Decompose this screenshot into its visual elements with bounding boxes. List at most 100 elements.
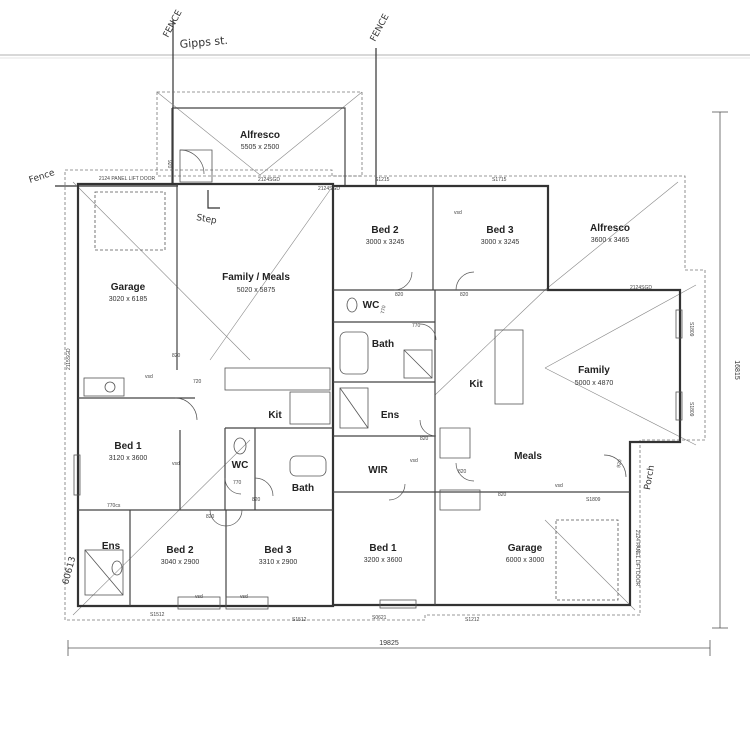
shower-diag-right [403, 349, 433, 379]
shower-right [403, 349, 433, 379]
bath-tub-left [289, 455, 327, 477]
room-bed1-right: Bed 1 [369, 543, 397, 554]
room-bed3-right: Bed 3 [486, 225, 514, 236]
window-label: S1809 [586, 497, 601, 503]
right-unit-outer-wall [333, 184, 682, 607]
room-family-right-dim: 5000 x 4870 [575, 380, 614, 387]
note-label: 770cs [107, 503, 121, 509]
roof-hip-9 [434, 289, 546, 396]
door-label: 820 [252, 497, 261, 503]
side-label-left: 60613 [61, 556, 78, 586]
room-kit-right: Kit [469, 379, 483, 390]
street-notes: Gipps st. FENCE FENCE Fence Step [28, 8, 392, 226]
roof-hip-2 [259, 91, 363, 176]
fridge-right [439, 427, 471, 459]
fence-label-side: Fence [28, 168, 57, 186]
door-bed2-right [393, 271, 413, 291]
room-bath-left: Bath [292, 483, 314, 494]
room-bath-right: Bath [372, 339, 394, 350]
kitchen-counter-left [289, 391, 331, 425]
door-label: 770 [380, 305, 387, 314]
note-label: vsd [454, 210, 462, 216]
room-bed1-left: Bed 1 [114, 441, 142, 452]
window-bed2-left [177, 596, 221, 610]
room-wir-right: WIR [368, 465, 388, 476]
window-label: S1512 [292, 617, 307, 623]
shower-ens-diag-right [339, 387, 369, 429]
door-porch-right [603, 454, 627, 478]
fence-label-right: FENCE [369, 12, 392, 43]
window-label: S0621 [372, 615, 387, 621]
garage-door-right-label: 2124 PANEL LIFT DOOR [634, 530, 640, 587]
room-family-right: Family [578, 365, 610, 376]
step-arrow [207, 190, 220, 209]
roof-outline [64, 91, 706, 621]
roof-hip-7 [544, 284, 697, 369]
alfresco-door-frame [179, 149, 213, 183]
shower-left [84, 549, 124, 596]
room-meals-right: Meals [514, 451, 542, 462]
window-bed1-left [73, 454, 81, 496]
small-notes: S1215 S1715 2124SGD 2124SGD 2124SGD S151… [66, 160, 694, 623]
dimension-lines: 19825 16815 [67, 111, 740, 656]
door-bed1-left [174, 397, 198, 421]
note-label: vsd [172, 461, 180, 467]
toilet-right [346, 297, 358, 313]
walls [76, 182, 682, 608]
door-bed3-left [225, 509, 243, 527]
step-label: Step [195, 213, 217, 226]
garage-car-space-left [94, 191, 166, 251]
door-bath-left [254, 477, 274, 497]
room-alfresco-left-dim: 5505 x 2500 [241, 144, 280, 151]
window-label: 2124SGD [630, 285, 652, 291]
alfresco-left-structure [171, 107, 346, 185]
window-bed1-right [379, 599, 417, 609]
room-wc-right: WC [363, 300, 380, 311]
roof-hip-5 [72, 439, 251, 616]
door-label: 770 [233, 480, 242, 486]
room-bed1-right-dim: 3200 x 3600 [364, 557, 403, 564]
note-label: vsd [410, 458, 418, 464]
door-label: 820 [395, 292, 404, 298]
laundry-tub-left [83, 377, 125, 397]
room-bed3-right-dim: 3000 x 3245 [481, 239, 520, 246]
porch-label: Porch [643, 465, 657, 491]
toilet-left [233, 437, 247, 455]
room-garage-right-dim: 6000 x 3000 [506, 557, 545, 564]
door-label: 820 [206, 514, 215, 520]
door-wir-right [388, 483, 406, 501]
garage-door-left-label: 2124 PANEL LIFT DOOR [99, 176, 156, 182]
bath-tub-right [339, 331, 369, 375]
room-ens-right: Ens [381, 410, 400, 421]
laundry-right [439, 489, 481, 511]
alfresco-door-swing [179, 149, 205, 175]
window-family-right-1 [675, 309, 683, 339]
roof-hip-10 [544, 519, 636, 611]
window-label: S1809 [688, 322, 694, 337]
door-label: 720 [193, 379, 202, 385]
room-kit-left: Kit [268, 410, 282, 421]
window-label: S1512 [150, 612, 165, 618]
window-label: S1715 [492, 177, 507, 183]
note-label: vsd [555, 483, 563, 489]
roof-outline-alfresco [156, 91, 363, 177]
shower-ens-right [339, 387, 369, 429]
door-meals-right [455, 462, 475, 482]
room-alfresco-right: Alfresco [590, 223, 630, 234]
street-name: Gipps st. [179, 34, 228, 51]
overall-width: 19825 [379, 640, 399, 647]
room-garage-right: Garage [508, 543, 543, 554]
room-bed2-right: Bed 2 [371, 225, 399, 236]
room-garage-left-dim: 3020 x 6185 [109, 296, 148, 303]
garage-car-space-right [555, 519, 619, 601]
room-bed3-left-dim: 3310 x 2900 [259, 559, 298, 566]
door-label: 820 [498, 492, 507, 498]
window-label: S1215 [375, 177, 390, 183]
shower-diag-left [84, 549, 124, 596]
door-label: 920 [616, 459, 623, 468]
room-alfresco-left: Alfresco [240, 130, 280, 141]
door-bed2-left [209, 509, 227, 527]
overall-depth: 16815 [733, 360, 740, 380]
roof-hip-3 [72, 181, 251, 361]
room-labels-left: Alfresco 5505 x 2500 Family / Meals 5020… [61, 130, 314, 586]
